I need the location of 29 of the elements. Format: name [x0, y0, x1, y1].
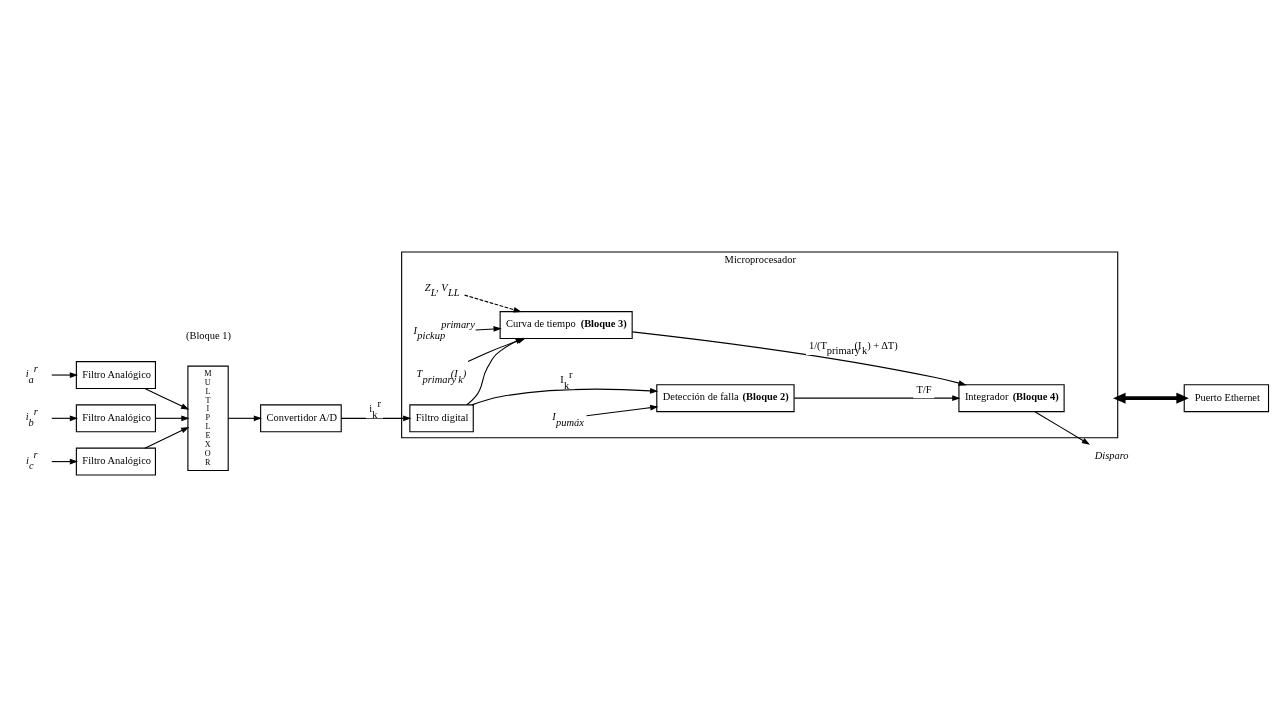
arrow — [51, 414, 79, 421]
arrow — [475, 325, 502, 332]
arrow — [51, 458, 79, 464]
arrow — [793, 394, 961, 401]
node-box: MULTIPLEXOR — [187, 365, 229, 471]
node-box: Detección de falla (Bloque 2) — [656, 383, 795, 412]
arrow — [227, 414, 262, 421]
arrow — [631, 330, 967, 386]
arrow — [51, 371, 79, 378]
arrow — [586, 404, 659, 416]
node-box: Puerto Ethernet — [1183, 383, 1270, 412]
node-box: Convertidor A/D — [260, 403, 342, 432]
node-box: Integrador (Bloque 4) — [958, 383, 1065, 412]
arrow — [1113, 392, 1189, 404]
arrow — [340, 414, 412, 421]
node-box: Filtro Analógico — [75, 403, 156, 432]
label: (Bloque 1) — [186, 329, 231, 341]
arrow — [1034, 410, 1091, 445]
arrow — [144, 426, 190, 449]
edge-label: T/F — [916, 383, 932, 395]
node-box: Filtro Analógico — [75, 447, 156, 476]
node-box: Filtro Analógico — [75, 360, 156, 389]
node-box: Curva de tiempo (Bloque 3) — [499, 310, 633, 339]
arrow — [144, 387, 190, 410]
arrow — [471, 387, 659, 405]
arrow — [155, 414, 190, 421]
node-box: Filtro digital — [409, 403, 474, 432]
arrow — [464, 294, 522, 312]
node-text: Disparo — [1094, 449, 1129, 461]
